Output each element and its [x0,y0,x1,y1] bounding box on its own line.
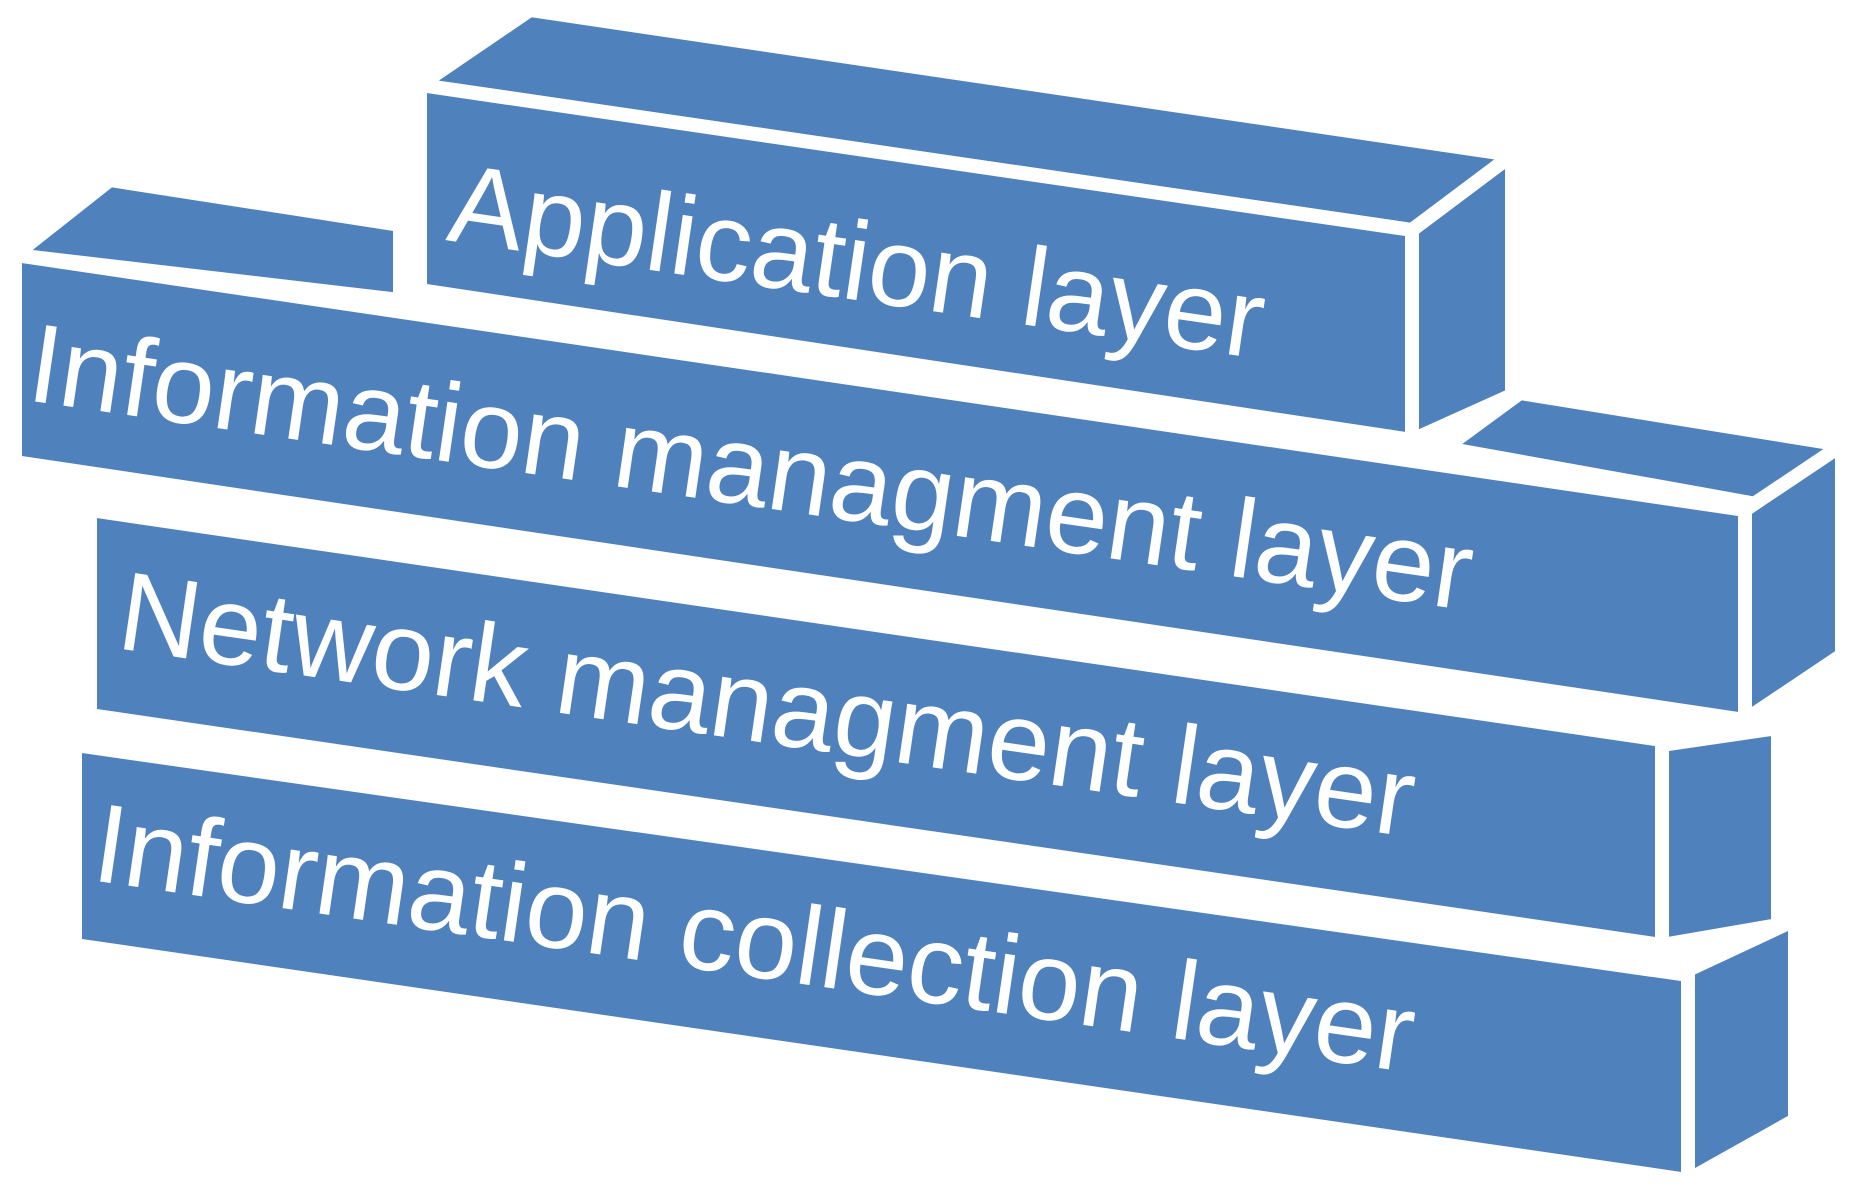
application-layer-front-face [413,78,1419,447]
information-collection-layer-side-face [1681,913,1802,1187]
network-management-layer-side-face [1655,721,1785,952]
information-management-layer-block: Information managment layer [8,173,1849,727]
information-management-layer-front-face [8,248,1752,727]
application-layer-block: Application layer [413,3,1519,447]
information-collection-layer-front-face [68,738,1695,1187]
information-management-layer-top-face [8,173,407,307]
network-management-layer-front-face [83,503,1669,952]
